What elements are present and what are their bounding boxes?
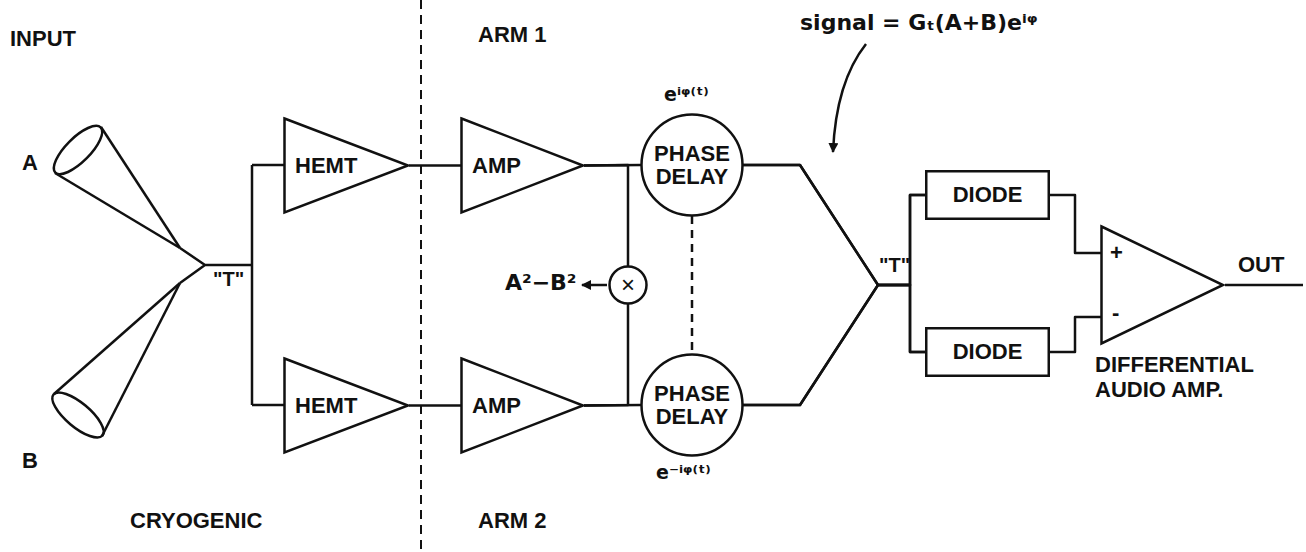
node-text: AMP xyxy=(472,154,521,177)
dashed-link xyxy=(691,216,694,354)
signal-wire xyxy=(743,165,926,352)
phase-delay-circle: PHASE DELAY xyxy=(640,353,744,457)
amplifier-triangle: HEMT xyxy=(283,357,410,454)
input-label: B xyxy=(22,448,38,473)
node-text: DIODE xyxy=(953,340,1023,363)
amplifier-triangle: HEMT xyxy=(283,117,410,214)
junction-label: "T" xyxy=(879,254,910,277)
diode-box: DIODE xyxy=(925,170,1050,220)
wire xyxy=(1225,284,1303,287)
phase-formula: e⁻ⁱᵠ⁽ᵗ⁾ xyxy=(656,462,711,484)
phase-delay-circle: PHASE DELAY xyxy=(640,113,744,217)
section-label: ARM 1 xyxy=(478,22,546,47)
multiplier-circle: × xyxy=(608,265,648,305)
node-text: + xyxy=(1110,241,1123,264)
node-text: AMP xyxy=(472,394,521,417)
signal-wire xyxy=(743,165,926,285)
horn-antenna xyxy=(46,283,180,445)
amplifier-triangle: AMP xyxy=(460,117,585,214)
amplifier-triangle: AMP xyxy=(460,357,585,454)
signal-wire xyxy=(409,164,461,167)
signal-wire xyxy=(409,404,461,407)
node-text: PHASE DELAY xyxy=(650,382,734,428)
signal-formula: signal = Gₜ(A+B)eⁱᵠ xyxy=(800,10,1038,35)
node-text: HEMT xyxy=(295,154,357,177)
output-label: OUT xyxy=(1238,252,1284,277)
signal-wire xyxy=(1049,317,1101,352)
section-label: CRYOGENIC xyxy=(130,508,262,533)
node-text: × xyxy=(621,273,635,297)
amplifier-label: DIFFERENTIAL AUDIO AMP. xyxy=(1095,352,1300,403)
signal-wire xyxy=(1049,195,1101,253)
input-label: A xyxy=(22,150,38,175)
wire xyxy=(180,165,284,405)
signal-wire xyxy=(743,285,926,405)
product-label: A²−B² xyxy=(505,270,577,295)
boundary-line xyxy=(420,0,422,552)
leader-arrow xyxy=(833,44,866,152)
leader-arrow xyxy=(582,284,607,287)
differential-amplifier: +- xyxy=(1100,225,1225,345)
signal-wire xyxy=(743,195,926,405)
signal-wire xyxy=(584,165,628,266)
phase-formula: eⁱᵠ⁽ᵗ⁾ xyxy=(664,84,709,106)
signal-wire xyxy=(584,304,628,406)
node-text: DIODE xyxy=(953,183,1023,206)
junction-label: "T" xyxy=(213,268,244,291)
node-text: PHASE DELAY xyxy=(650,142,734,188)
section-label: ARM 2 xyxy=(478,508,546,533)
section-label: INPUT xyxy=(10,26,76,51)
diode-box: DIODE xyxy=(925,327,1050,377)
horn-antenna xyxy=(47,119,180,248)
node-text: - xyxy=(1112,301,1119,324)
node-text: HEMT xyxy=(295,394,357,417)
